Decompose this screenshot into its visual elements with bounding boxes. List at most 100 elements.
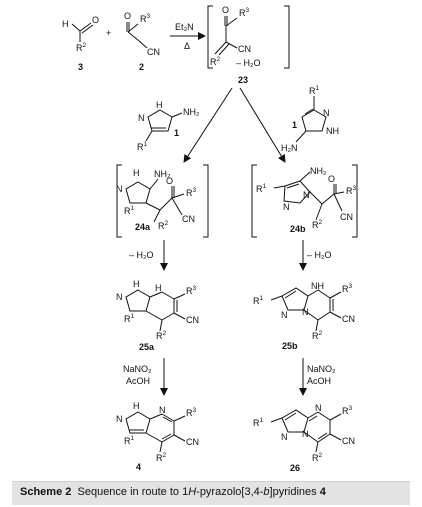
dihydro-pyrazolopyrimidine-25b — [270, 287, 342, 332]
ketonitrile-2 — [126, 22, 148, 49]
r2-label: R2 — [76, 42, 87, 53]
acoh-right: AcOH — [307, 376, 331, 386]
r1-24a: R1 — [124, 205, 135, 216]
intermediate-24a — [125, 178, 185, 223]
cn-26: CN — [342, 436, 355, 446]
nh-pyrazole-left: H — [156, 100, 163, 110]
intermediate-24b — [273, 171, 345, 221]
n-26-a: N — [281, 432, 288, 442]
r3-26: R3 — [342, 405, 353, 416]
nano2-left: NaNO₂ — [123, 364, 152, 374]
cn-25b: CN — [342, 314, 355, 324]
arrow-to-24a — [183, 87, 233, 163]
r3-24a: R3 — [186, 187, 197, 198]
aldehyde-3 — [71, 22, 94, 42]
r2-24b: R2 — [312, 219, 323, 230]
o-atom-23: O — [222, 5, 229, 15]
n-25b-a: N — [281, 310, 288, 320]
n-4-b: N — [159, 405, 166, 415]
r3-label-2: R3 — [140, 13, 151, 24]
compound-26-label: 26 — [290, 463, 300, 473]
pyrazolopyrimidine-26 — [270, 409, 342, 453]
pyrazolopyridine-4 — [125, 411, 186, 453]
compound-4-label: 4 — [136, 462, 141, 472]
caption-italic-h: H — [188, 486, 197, 498]
h2n-right: H₂N — [281, 143, 298, 153]
r2-26: R2 — [312, 452, 323, 463]
r2-label-23: R2 — [210, 56, 221, 67]
scheme-caption: Scheme 2 Sequence in route to 1H-pyrazol… — [12, 481, 410, 505]
n-24b-b: N — [303, 190, 310, 200]
nh-25a: H — [133, 279, 140, 289]
intermediate-23 — [214, 16, 238, 56]
nh2-24a: NH₂ — [154, 169, 171, 179]
nh-right: NH — [326, 126, 339, 136]
dihydro-pyrazolopyridine-25a — [125, 289, 186, 332]
bracket-24b — [251, 164, 358, 238]
bracket-24a — [116, 164, 209, 238]
n-atom-right: N — [323, 108, 330, 118]
plus-sign: + — [106, 28, 111, 38]
h-atom: H — [62, 19, 69, 29]
r3-24b: R3 — [346, 185, 357, 196]
r1-4: R1 — [124, 435, 135, 446]
r3-4: R3 — [186, 407, 197, 418]
compound-1-label-left: 1 — [174, 128, 179, 138]
r1-left: R1 — [137, 141, 148, 152]
n-24b-a: N — [283, 202, 290, 212]
cn-4: CN — [186, 437, 199, 447]
o-atom-2: O — [124, 11, 131, 21]
r3-25b: R3 — [342, 283, 353, 294]
r3-label-23: R3 — [239, 7, 250, 18]
compound-1-label-right: 1 — [292, 120, 297, 130]
compound-24a-label: 24a — [135, 222, 151, 232]
caption-text-after: ]pyridines — [269, 486, 317, 498]
caption-scheme-label: Scheme 2 — [20, 486, 72, 498]
delta-sign: Δ — [184, 41, 190, 51]
nh-4: H — [133, 401, 140, 411]
minus-h2o-right: – H₂O — [307, 250, 332, 260]
compound-24b-label: 24b — [290, 224, 306, 234]
caption-italic-b: b — [263, 486, 270, 498]
et3n-reagent: Et₃N — [175, 22, 194, 32]
n-25a: N — [116, 292, 123, 302]
n-atom-left: N — [138, 113, 145, 123]
cn-24a: CN — [182, 214, 195, 224]
r1-26: R1 — [253, 417, 264, 428]
compound-25b-label: 25b — [282, 341, 298, 351]
acoh-left: AcOH — [126, 376, 150, 386]
n-4-a: N — [116, 414, 123, 424]
nh-ring-25a: H — [155, 283, 162, 293]
cn-25a: CN — [186, 315, 199, 325]
compound-23-label: 23 — [238, 75, 248, 85]
n-24a: N — [116, 184, 123, 194]
r1-right: R1 — [309, 85, 320, 96]
cn-label-2: CN — [147, 47, 160, 57]
nh-25b: NH — [311, 281, 324, 291]
r1-25a: R1 — [124, 313, 135, 324]
n-25b-b: N — [302, 307, 309, 317]
nh-24a: H — [133, 168, 140, 178]
cn-24b: CN — [340, 212, 353, 222]
r1-25b: R1 — [253, 295, 264, 306]
compound-25a-label: 25a — [139, 342, 155, 352]
r2-25a: R2 — [156, 330, 167, 341]
minus-h2o-23: – H₂O — [236, 58, 261, 68]
caption-compound: 4 — [319, 486, 326, 498]
r2-24a: R2 — [158, 220, 169, 231]
caption-text-middle: -pyrazolo[3,4- — [196, 486, 264, 498]
r3-25a: R3 — [186, 285, 197, 296]
n-26-b: N — [302, 429, 309, 439]
n-26-top: N — [315, 403, 322, 413]
compound-2-label: 2 — [139, 62, 144, 72]
nh2-left: NH₂ — [183, 107, 200, 117]
nano2-right: NaNO₂ — [307, 364, 336, 374]
r1-24b: R1 — [256, 183, 267, 194]
r2-25b: R2 — [312, 330, 323, 341]
compound-3-label: 3 — [78, 62, 83, 72]
arrow-to-24b — [239, 87, 286, 163]
r2-4: R2 — [156, 452, 167, 463]
o-atom: O — [92, 15, 99, 25]
o-24a: O — [166, 176, 173, 186]
nh2-24b: NH₂ — [310, 166, 327, 176]
